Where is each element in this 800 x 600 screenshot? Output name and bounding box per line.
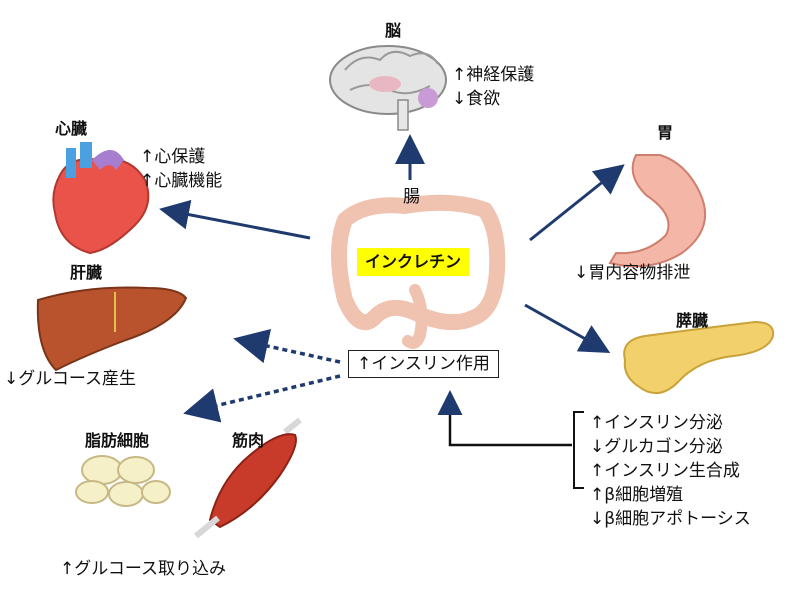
heart-effect-protection: ↑心保護 xyxy=(140,147,206,167)
brain-effect-appetite: ↓食欲 xyxy=(452,89,501,109)
brain-title: 脳 xyxy=(385,21,402,40)
heart-image xyxy=(52,142,150,255)
stomach-effect-emptying: ↓胃内容物排泄 xyxy=(574,263,691,283)
pancreas-title: 膵臓 xyxy=(676,311,709,330)
arrow-to-heart xyxy=(159,199,311,240)
pancreas-effect-glucagon-secretion: ↓グルカゴン分泌 xyxy=(590,437,723,457)
pancreas-effect-beta-cell-proliferation: ↑β細胞増殖 xyxy=(590,485,684,505)
feedback-arrow xyxy=(437,390,572,447)
dashed-arrow-to-liver xyxy=(233,328,341,364)
pancreas-effect-beta-cell-apoptosis: ↓β細胞アポトーシス xyxy=(590,509,751,529)
brain-effect-neuroprotection: ↑神経保護 xyxy=(452,65,535,85)
heart-title: 心臓 xyxy=(55,119,88,138)
liver-effect-glucose-production: ↓グルコース産生 xyxy=(4,369,137,389)
arrow-to-pancreas xyxy=(524,303,611,353)
glucose-uptake-effect: ↑グルコース取り込み xyxy=(60,559,227,579)
brain-image xyxy=(329,45,447,131)
adipose-title: 脂肪細胞 xyxy=(85,431,150,450)
stomach-title: 胃 xyxy=(657,123,674,142)
pancreas-effects-bracket xyxy=(573,411,584,489)
pancreas-effect-insulin-biosynthesis: ↑インスリン生合成 xyxy=(590,461,740,481)
pancreas-effect-insulin-secretion: ↑インスリン分泌 xyxy=(590,413,723,433)
stomach-image xyxy=(608,154,707,268)
pancreas-image xyxy=(623,320,775,394)
arrow-to-stomach xyxy=(529,164,625,242)
gut-image xyxy=(331,194,506,349)
incretin-label: インクレチン xyxy=(357,248,470,276)
muscle-title: 筋肉 xyxy=(232,431,265,450)
muscle-image xyxy=(194,417,302,539)
adipose-image xyxy=(75,455,171,507)
heart-effect-function: ↑心臓機能 xyxy=(140,171,223,191)
gut-label: 腸 xyxy=(403,187,420,207)
liver-title: 肝臓 xyxy=(70,263,103,282)
liver-image xyxy=(36,286,188,372)
dashed-arrow-to-adipose xyxy=(183,374,341,423)
insulin-action-box: ↑インスリン作用 xyxy=(348,350,499,378)
